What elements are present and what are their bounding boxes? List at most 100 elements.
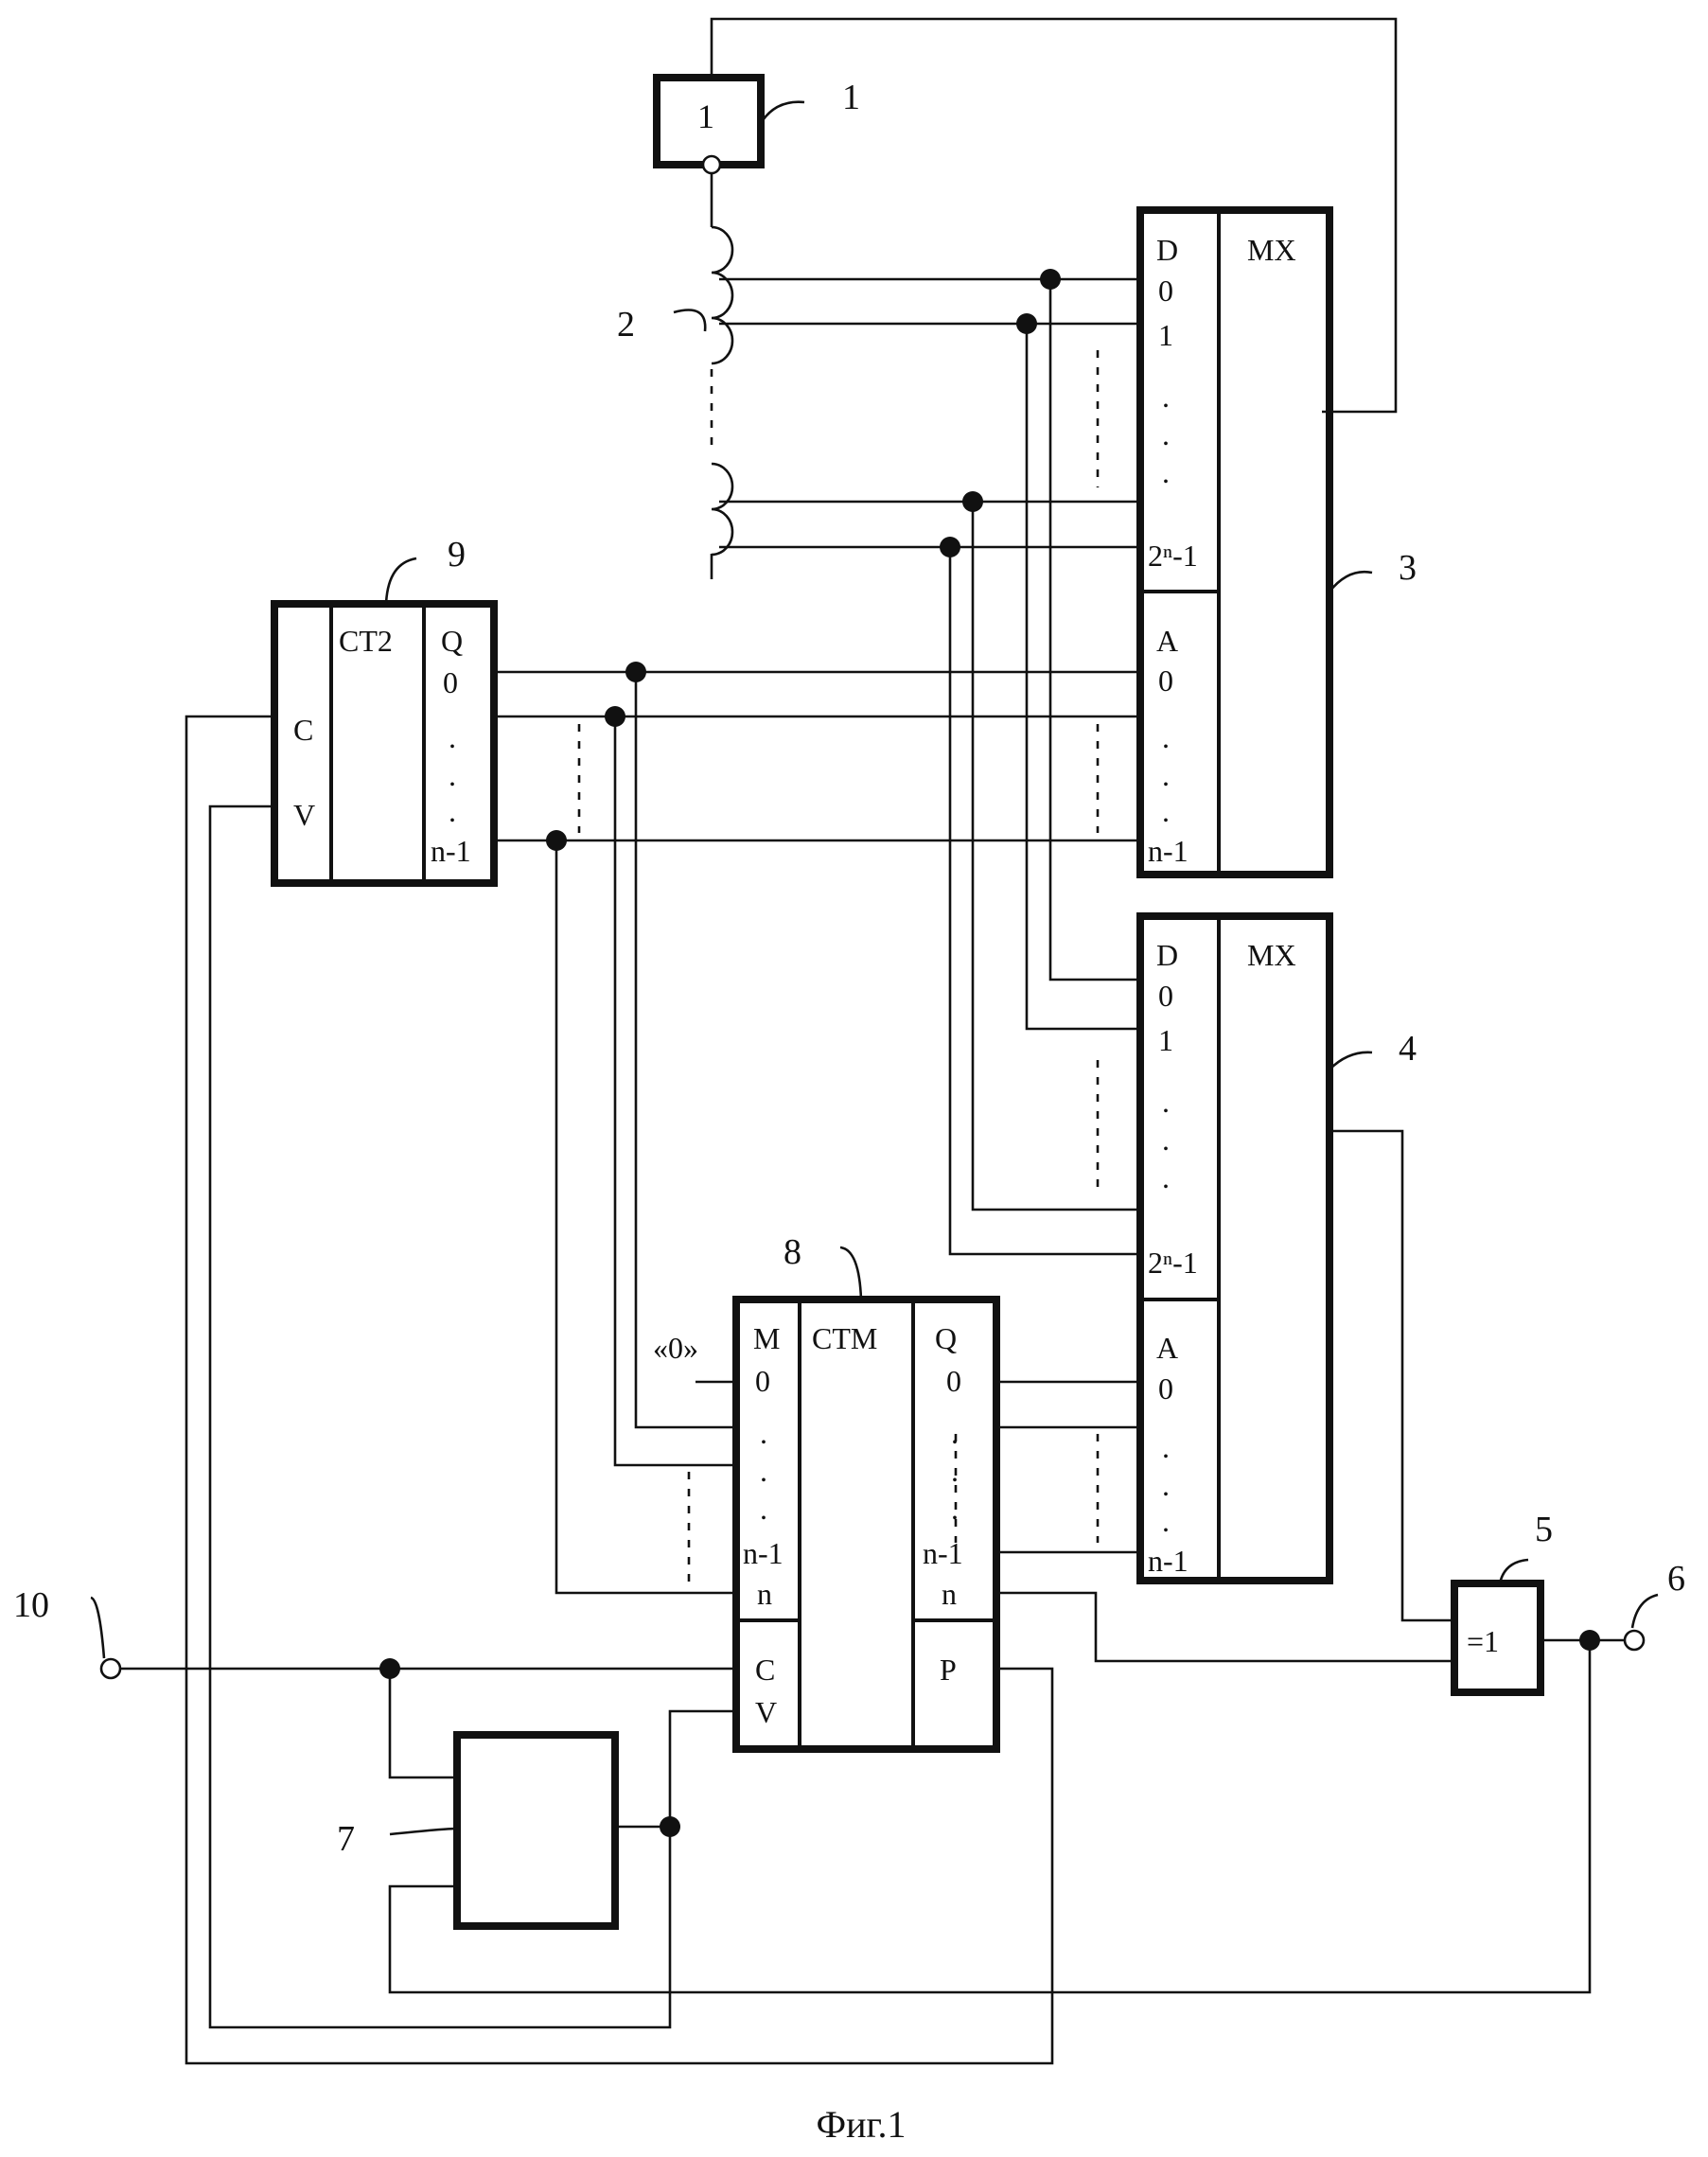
mux3-addr-ellipsis: .: [1162, 794, 1170, 828]
ct2-output-q: Q: [441, 624, 463, 658]
junction-dot: [962, 491, 983, 512]
junction-dot: [660, 1816, 680, 1837]
callout-leader-4: [1329, 1052, 1372, 1070]
junction-dot: [940, 537, 960, 557]
coil-upper-turns: [712, 227, 732, 363]
ct2-output-ellipsis: .: [449, 720, 456, 754]
callout-6: 6: [1667, 1559, 1685, 1599]
callout-leader-8: [840, 1247, 861, 1300]
callout-leader-6: [1632, 1595, 1658, 1628]
callout-9: 9: [448, 535, 466, 575]
mux4-data-0: 0: [1158, 979, 1173, 1013]
mux3-data-letter: D: [1156, 233, 1178, 267]
mux4-data-ellipsis: .: [1162, 1160, 1170, 1194]
ctm-output-nm1: n-1: [923, 1536, 963, 1570]
junction-dot: [546, 830, 567, 851]
junction-dot: [625, 662, 646, 682]
mux4-addr-0: 0: [1158, 1371, 1173, 1406]
mux3-data-ellipsis: .: [1162, 380, 1170, 414]
ct2-input-c: C: [293, 713, 313, 747]
coil-2: [712, 227, 732, 555]
ct2-output-last: n-1: [431, 834, 471, 868]
mux3-data-last: 2ⁿ-1: [1148, 539, 1198, 573]
inverter-output-bubble: [703, 156, 720, 173]
ct2-output-ellipsis: .: [449, 794, 456, 828]
wire-branch0-mux4: [1050, 279, 1140, 980]
ctm-input-0: 0: [755, 1364, 770, 1398]
junction-dot: [379, 1658, 400, 1679]
mux4-function: MX: [1247, 938, 1296, 972]
mux3-addr-ellipsis: .: [1162, 758, 1170, 792]
ctm-input-m: M: [753, 1321, 780, 1355]
wire-mux3-to-inverter: [712, 19, 1396, 412]
mux4-data-ellipsis: .: [1162, 1085, 1170, 1119]
ct2-input-v: V: [293, 798, 315, 832]
mux3-function: MX: [1247, 233, 1296, 267]
wire-xor-feedback: [390, 1640, 1590, 1992]
callout-leader-7: [390, 1829, 457, 1834]
wire-mux4-xor: [1332, 1131, 1454, 1620]
mux3-addr-last: n-1: [1148, 834, 1189, 868]
callout-5: 5: [1535, 1510, 1553, 1549]
callout-2: 2: [617, 305, 635, 345]
mux3-data-ellipsis: .: [1162, 417, 1170, 451]
wire-branchn1-mux4: [973, 502, 1140, 1210]
mux4-addr-ellipsis: .: [1162, 1430, 1170, 1464]
ct2-function: CT2: [339, 624, 393, 658]
mux4-data-last: 2ⁿ-1: [1148, 1246, 1198, 1280]
wire-branchn-mux4: [950, 547, 1140, 1254]
mux3-data-1: 1: [1158, 318, 1173, 352]
wire-ct2-q0-ctm: [636, 672, 736, 1427]
mux4-addr-letter: A: [1156, 1331, 1178, 1365]
ctm-output-p: P: [940, 1653, 957, 1687]
ctm-input-ellipsis: .: [760, 1454, 767, 1488]
junction-dot: [605, 706, 625, 727]
ct2-output-ellipsis: .: [449, 758, 456, 792]
callout-leader-10: [91, 1598, 104, 1658]
mux4-addr-ellipsis: .: [1162, 1504, 1170, 1538]
wire-ct2-qn1-ctm: [556, 840, 736, 1593]
counter-8: CTM «0» M 0 . . . n-1 n C V Q 0 . . . n-…: [653, 1300, 996, 1749]
coil-lower-turns: [712, 464, 732, 555]
multiplexer-4: MX D 0 1 . . . 2ⁿ-1 A 0 . . . n-1: [1140, 916, 1329, 1581]
wire-ctm-n-xor: [996, 1593, 1454, 1661]
callout-1: 1: [842, 78, 860, 117]
wire-input-to-block7: [390, 1669, 457, 1777]
callout-4: 4: [1399, 1029, 1417, 1069]
mux4-data-letter: D: [1156, 938, 1178, 972]
callout-leader-9: [386, 558, 416, 604]
terminals: [101, 1631, 1644, 1678]
mux3-addr-letter: A: [1156, 624, 1178, 658]
callout-7: 7: [337, 1819, 355, 1859]
ctm-output-ellipsis: .: [951, 1454, 959, 1488]
xor-symbol: =1: [1467, 1624, 1499, 1658]
ctm-input-n: n: [757, 1577, 772, 1611]
mux3-data-ellipsis: .: [1162, 455, 1170, 489]
callouts: 1 2 3 4 5 6 7 8 9 10: [13, 78, 1685, 1859]
block7-box: [457, 1735, 615, 1926]
junctions: [379, 269, 1600, 1837]
mux4-data-1: 1: [1158, 1023, 1173, 1057]
inverter-1: 1: [657, 78, 761, 173]
figure-caption: Фиг.1: [817, 2103, 907, 2146]
ctm-output-0: 0: [946, 1364, 961, 1398]
junction-dot: [1579, 1630, 1600, 1651]
ctm-output-ellipsis: .: [951, 1492, 959, 1526]
output-terminal-6: [1625, 1631, 1644, 1650]
ctm-input-v: V: [755, 1695, 777, 1729]
block-7: [457, 1735, 615, 1926]
ctm-input-nm1: n-1: [743, 1536, 784, 1570]
ctm-const-zero: «0»: [653, 1331, 698, 1365]
callout-8: 8: [784, 1232, 801, 1272]
ct2-output-0: 0: [443, 665, 458, 699]
ctm-output-ellipsis: .: [951, 1416, 959, 1450]
ctm-input-c: C: [755, 1653, 775, 1687]
junction-dot: [1040, 269, 1061, 290]
mux3-addr-0: 0: [1158, 663, 1173, 698]
callout-leader-3: [1329, 572, 1372, 592]
mux4-addr-last: n-1: [1148, 1544, 1189, 1578]
wire-input-to-ct2-c: [186, 716, 1052, 2063]
ctm-input-ellipsis: .: [760, 1416, 767, 1450]
ctm-output-n: n: [942, 1577, 957, 1611]
junction-dot: [1016, 313, 1037, 334]
